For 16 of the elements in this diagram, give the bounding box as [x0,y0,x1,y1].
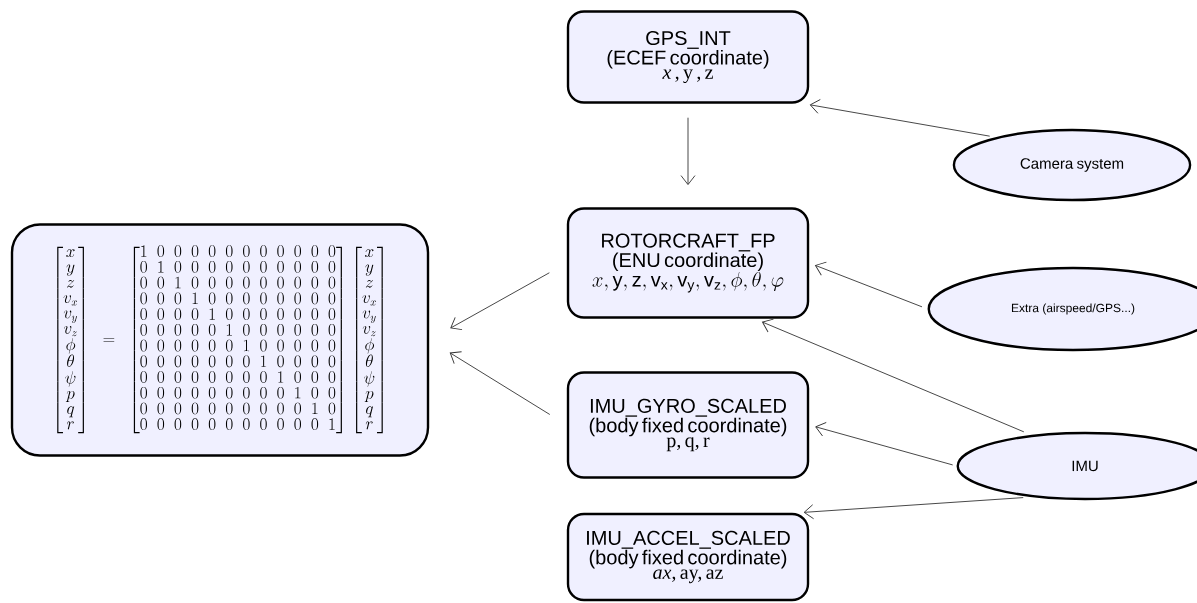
arrow [815,261,923,308]
arrow [809,99,991,137]
process-box: IMU_ACCEL_SCALED (body fixed coordinate) ax, ay, az [566,512,810,602]
arrow [803,497,1024,520]
arrow [762,318,1025,433]
arrow [680,117,696,185]
arrow [449,351,551,415]
ellipse-node: Extra (airspeed/GPS...) [927,266,1197,352]
process-box: ROTORCRAFT_FP (ENU coordinate) $x, \mathrm{y}, \mathrm{z}, \mathrm{v}_\mathrm{x}, \mathrm{v}_\mathrm{y}, \mathrm{v}_\mathrm{z}, \phi, \theta, \varphi$ [566,207,810,319]
arrow [450,272,550,331]
process-box: GPS_INT (ECEF coordinate) x , y , z [566,10,810,104]
ellipse-node: Camera system [952,128,1192,202]
matrix-box: $\begin{bmatrix}x\\y\\z\\v_x\\v_y\\v_z\\\phi\\\theta\\\psi\\p\\q\\r\end{bmatrix}=\begin{bmatrix}1&0&0&0&0&0&0&0&0&0&0&0\\0&1&0&0&0&0&0&0&0&0&0&0\\0&0&1&0&0&0&0&0&0&0&0&0\\0&0&0&1&0&0&0&0&0&0&0&0\\0&0&0&0&1&0&0&0&0&0&0&0\\0&0&0&0&0&1&0&0&0&0&0&0\\0&0&0&0&0&0&1&0&0&0&0&0\\0&0&0&0&0&0&0&1&0&0&0&0\\0&0&0&0&0&0&0&0&1&0&0&0\\0&0&0&0&0&0&0&0&0&1&0&0\\0&0&0&0&0&0&0&0&0&0&1&0\\0&0&0&0&0&0&0&0&0&0&0&1\end{bmatrix}\begin{bmatrix}x\\y\\z\\v_x\\v_y\\v_z\\\phi\\\theta\\\psi\\p\\q\\r\end{bmatrix}$ [10,223,430,457]
process-box: IMU_GYRO_SCALED (body fixed coordinate) p, q, r [566,371,810,479]
ellipse-node: IMU [956,431,1197,501]
arrow [815,422,954,466]
